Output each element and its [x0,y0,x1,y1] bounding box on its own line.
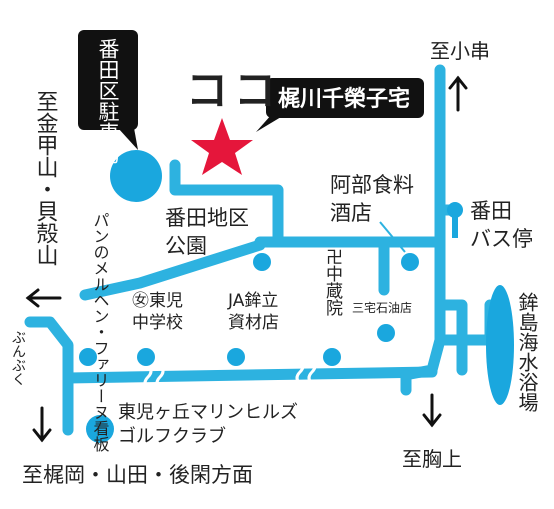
arrow-head [422,413,442,428]
parking-callout-text: 番田区駐車場 [96,38,120,164]
parking-marker[interactable] [110,150,162,202]
banda-bus-stop-label: 番田バス停 [470,199,533,251]
callout-tail [118,128,138,150]
leader-lines [379,221,406,253]
arrow-up-icon [448,75,468,112]
road-beach-loop [434,299,468,376]
miyake-gas-label: 三宅石油店 [352,300,412,315]
bunbuku-label: ぶんぶく [10,330,26,386]
road-residence [169,159,284,248]
bus-stop-pole [452,210,458,238]
bus-stop-icon[interactable] [447,202,463,238]
hoko-beach-label: 鉾島海水浴場 [515,292,539,412]
to-kajioka-label: 至梶岡・山田・後閑方面 [22,463,253,487]
golf-club-label: 東児ヶ丘マリンヒルズゴルフクラブ [118,402,298,447]
park-marker[interactable] [253,253,271,271]
to-kanakou-label: 至金甲山・貝殻山 [33,90,59,266]
arrow-head [25,288,40,308]
road-break-mark [155,363,165,391]
miyake-gas-marker[interactable] [377,324,395,342]
star-icon[interactable] [191,118,253,175]
here-label: ココ [186,66,282,115]
bakery-label: パンのメルヘン・ファリーヌ看板 [91,212,110,452]
bakery-sign-marker[interactable] [79,348,97,366]
callout-bubble [266,78,424,118]
road-break-marks [143,358,317,391]
manzo-temple-marker[interactable] [323,348,341,366]
callout-tail [256,114,286,132]
leader-line-abe [379,221,406,253]
east-jhs-label: ㊛東児中学校 [132,291,183,333]
direction-arrows [25,75,468,443]
manzo-temple-label: 卍中蔵院 [322,248,343,316]
residence-callout [256,78,424,132]
parking-callout [78,30,138,150]
to-oguchi-label: 至小串 [430,39,490,63]
ja-store-marker[interactable] [227,348,245,366]
abe-shop-label-line1: 阿部食料酒店 [330,173,414,225]
arrow-left-icon [25,288,62,308]
golf-club-marker[interactable] [86,415,114,443]
road-break-mark [295,358,305,386]
arrow-down-icon [422,393,442,428]
poi-markers [79,150,514,443]
road-break-mark [143,363,153,391]
road-south-main [62,366,438,384]
arrow-down-icon [32,406,52,443]
east-jhs-marker[interactable] [137,348,155,366]
road-middle [79,239,266,301]
callout-bubble [78,30,138,130]
arrow-head [32,428,52,443]
road-network [24,64,496,436]
residence-callout-text: 梶川千榮子宅 [278,86,410,112]
ja-store-label: JA鉾立資材店 [227,291,279,333]
road-break-mark [307,358,317,386]
arrow-head [448,75,468,90]
to-munakami-label: 至胸上 [402,447,462,471]
road-west-loop [24,316,74,436]
banda-park-label: 番田地区公園 [165,206,249,258]
beach-marker[interactable] [486,285,514,405]
abe-shop-marker[interactable] [401,253,419,271]
